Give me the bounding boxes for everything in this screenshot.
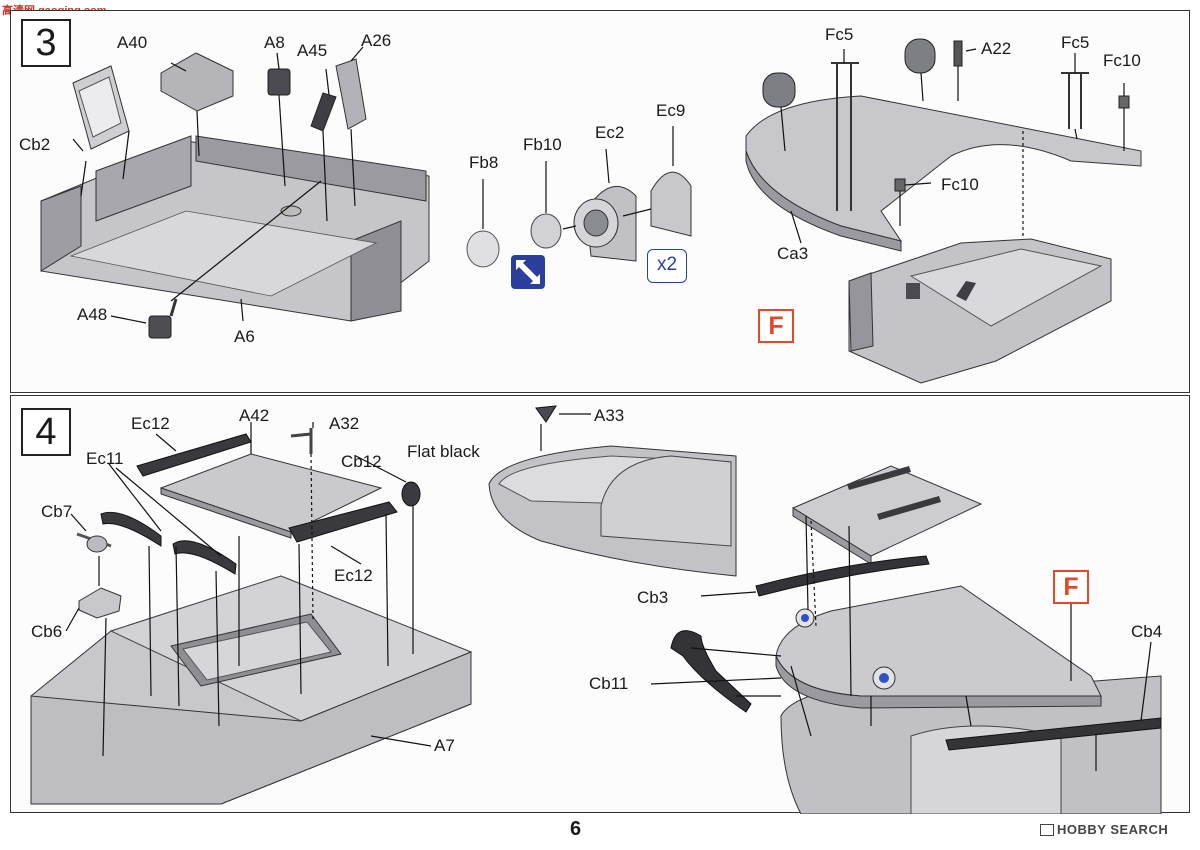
label-cb11: Cb11 <box>589 674 629 693</box>
part-a42-hatch <box>159 453 383 539</box>
part-fc5-post-right <box>1061 72 1089 129</box>
leader-lines-center <box>482 126 674 230</box>
turret-assembly <box>775 585 1162 814</box>
step-number-3: 3 <box>21 19 71 67</box>
label-a26: A26 <box>361 31 392 50</box>
hatch-assembly-top <box>791 465 983 565</box>
label-fb8: Fb8 <box>469 153 499 172</box>
page-number: 6 <box>570 818 582 840</box>
part-dome-left <box>762 72 796 108</box>
label-a45: A45 <box>297 41 328 60</box>
step-3-artwork <box>40 38 1142 384</box>
part-cb12-periscope <box>401 481 421 507</box>
label-a8: A8 <box>264 33 285 52</box>
label-a48: A48 <box>77 305 108 324</box>
label-fb10: Fb10 <box>523 135 562 154</box>
brand-text: HOBBY SEARCH <box>1057 822 1169 837</box>
part-ec2-housing <box>573 186 637 262</box>
part-fc5-post-left <box>831 62 859 211</box>
label-fc10-right: Fc10 <box>1103 51 1141 70</box>
label-fc5-left: Fc5 <box>825 25 854 44</box>
part-cb7-fitting <box>76 532 112 553</box>
part-a6-tub <box>40 135 430 322</box>
label-fc10-center: Fc10 <box>941 175 979 194</box>
label-fc5-right: Fc5 <box>1061 33 1090 52</box>
label-a6: A6 <box>234 327 255 346</box>
label-cb3: Cb3 <box>637 588 669 607</box>
part-cb11-strip <box>670 630 752 713</box>
multiply-icon: x2 <box>647 249 687 283</box>
label-ec12-right: Ec12 <box>334 566 373 585</box>
part-fb10-mesh <box>530 213 562 249</box>
callout-f-step4: F <box>1053 570 1089 604</box>
part-a8-grille <box>267 68 291 96</box>
leader-lines-left <box>72 46 364 324</box>
label-a42: A42 <box>239 406 270 425</box>
part-cb3-strip <box>755 555 930 597</box>
label-a22: A22 <box>981 39 1012 58</box>
part-a48-pedal <box>148 298 178 339</box>
label-ec11: Ec11 <box>86 449 124 468</box>
leader-lines-step4-left <box>65 422 432 757</box>
part-fb8-lens <box>466 230 500 268</box>
label-ca3: Ca3 <box>777 244 809 263</box>
part-a40-box <box>160 52 234 112</box>
part-ec11-strip-left <box>100 511 162 547</box>
part-fc10-knob-center <box>894 178 906 192</box>
label-a33: A33 <box>594 406 625 425</box>
part-ec12-strip-right <box>288 501 398 543</box>
part-a22-fitting <box>953 40 963 67</box>
part-ec9-cap <box>650 171 692 237</box>
part-a7-plate <box>30 575 473 805</box>
part-a33-clip <box>535 405 557 423</box>
leader-lines-right <box>780 48 1125 244</box>
label-cb12: Cb12 <box>341 452 382 471</box>
label-ec12-top: Ec12 <box>131 414 170 433</box>
label-ec9: Ec9 <box>656 101 686 120</box>
part-cb4-strip <box>945 717 1162 751</box>
cement-icon <box>511 255 545 289</box>
part-ca3-deck <box>745 95 1142 252</box>
step-number-4: 4 <box>21 408 71 456</box>
label-cb7: Cb7 <box>41 502 73 521</box>
part-fc10-knob-right <box>1118 95 1130 109</box>
part-cb2-hatch <box>72 65 130 150</box>
part-a26-slab <box>335 58 367 130</box>
brand-logo-icon <box>1040 824 1054 836</box>
hull-section-upper <box>488 445 737 577</box>
part-a32-handle <box>290 428 313 454</box>
label-ec2: Ec2 <box>595 123 625 142</box>
brand-mark: HOBBY SEARCH <box>1040 822 1168 837</box>
label-a7: A7 <box>434 736 455 755</box>
callout-f-step3: F <box>758 309 794 343</box>
label-cb4: Cb4 <box>1131 622 1163 641</box>
step-3-panel: 3 A40 A8 A45 A26 Cb2 A48 A6 Fb8 Fb10 Ec2… <box>10 10 1190 393</box>
label-flat-black: Flat black <box>407 442 480 461</box>
label-cb2: Cb2 <box>19 135 51 154</box>
part-ec11-strip-center <box>172 540 237 575</box>
part-dome-right <box>904 38 936 74</box>
label-a32: A32 <box>329 414 360 433</box>
part-cb6-base <box>78 587 122 619</box>
step-4-panel: 4 Ec12 A42 A32 Cb12 Flat black Ec11 Cb7 … <box>10 395 1190 814</box>
leader-lines-step4-right <box>540 413 1152 771</box>
label-cb6: Cb6 <box>31 622 63 641</box>
part-a45-pedal <box>310 92 337 132</box>
label-a40: A40 <box>117 33 148 52</box>
step-4-artwork <box>30 405 1162 814</box>
assembled-tub <box>848 238 1112 384</box>
